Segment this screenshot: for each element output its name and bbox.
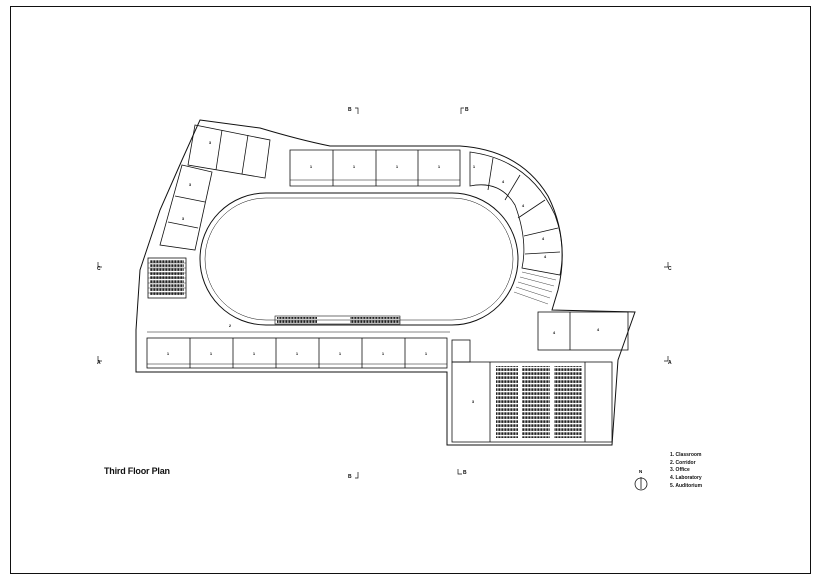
auditorium-block <box>451 361 613 443</box>
section-mark-bottom-right: B <box>463 470 467 476</box>
section-mark-left-upper: C <box>97 266 101 272</box>
stage-seats <box>277 317 400 323</box>
room-bottom-2: 1 <box>210 351 213 356</box>
room-bottom-4: 1 <box>296 351 299 356</box>
room-right-2: 4 <box>597 327 600 332</box>
east-curve-rooms <box>469 151 563 276</box>
center-stair <box>451 339 471 363</box>
building-outline <box>135 119 636 446</box>
legend-item: 3. Office <box>670 467 690 474</box>
room-curve-2: 4 <box>542 236 545 241</box>
north-arrow-icon <box>634 477 648 491</box>
bottom-classroom-row <box>146 337 448 369</box>
left-stair-seats <box>150 260 184 296</box>
room-bottom-6: 1 <box>382 351 385 356</box>
left-wing <box>159 164 213 251</box>
legend: 1. Classroom 2. Corridor 3. Office 4. La… <box>670 452 702 491</box>
room-curve-4: 4 <box>502 179 505 184</box>
room-curve-1: 4 <box>522 203 525 208</box>
room-bottom-7: 1 <box>425 351 428 356</box>
north-label: N <box>639 469 643 474</box>
section-mark-top-right: B <box>465 107 469 113</box>
room-top-1: 1 <box>310 164 313 169</box>
room-right-1: 4 <box>553 330 556 335</box>
room-top-3: 1 <box>396 164 399 169</box>
room-top-4: 1 <box>438 164 441 169</box>
top-classroom-row <box>289 149 461 187</box>
legend-item: 5. Auditorium <box>670 482 703 489</box>
room-left-1: 3 <box>209 140 212 145</box>
courtyard-track-inner <box>204 197 514 321</box>
room-left-2: 3 <box>182 216 185 221</box>
room-curve-3: 4 <box>544 254 547 259</box>
drawing-frame <box>10 6 811 574</box>
section-mark-right-lower: A <box>668 360 672 366</box>
legend-item: 1. Classroom <box>670 452 702 458</box>
room-left-3: 3 <box>189 182 192 187</box>
room-bottom-1: 1 <box>167 351 170 356</box>
drawing-title: Third Floor Plan <box>104 466 170 476</box>
room-bottom-5: 1 <box>339 351 342 356</box>
section-mark-bottom-left: B <box>348 474 352 480</box>
legend-item: 2. Corridor <box>670 459 696 466</box>
section-mark-right-upper: C <box>668 266 672 272</box>
right-wing-rooms <box>537 311 629 351</box>
top-left-wing <box>187 124 271 179</box>
room-auditorium-side: 3 <box>472 399 475 404</box>
section-mark-left-lower: A <box>97 360 101 366</box>
room-corridor: 2 <box>229 323 232 328</box>
legend-item: 4. Laboratory <box>670 475 702 482</box>
courtyard-track <box>199 192 519 326</box>
room-top-2: 1 <box>353 164 356 169</box>
auditorium-seating <box>496 366 582 438</box>
room-top-5: 1 <box>473 164 476 169</box>
section-mark-top-left: B <box>348 107 352 113</box>
room-bottom-3: 1 <box>253 351 256 356</box>
